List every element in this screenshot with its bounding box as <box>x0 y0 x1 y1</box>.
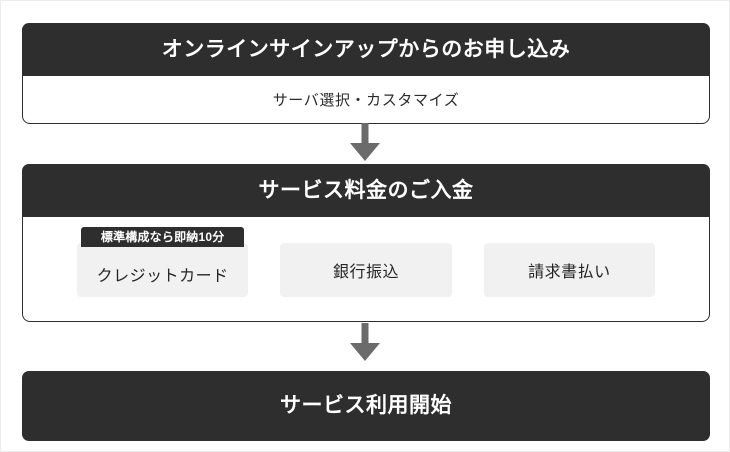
payment-method-credit-card-badge: 標準構成なら即納10分 <box>81 226 245 247</box>
arrow-down-icon <box>348 123 382 163</box>
arrow-down-icon <box>348 323 382 363</box>
payment-method-credit-card-label: クレジットカード <box>96 267 229 285</box>
payment-method-bank-transfer-label: 銀行振込 <box>332 263 399 281</box>
payment-method-bank-transfer[interactable]: 銀行振込 <box>280 242 452 297</box>
step-service-start: サービス利用開始 <box>22 371 710 441</box>
step-online-signup-body: サーバ選択・カスタマイズ <box>22 76 710 124</box>
step-online-signup-subtitle: サーバ選択・カスタマイズ <box>272 92 460 109</box>
step-online-signup-title: オンラインサインアップからのお申し込み <box>22 23 710 76</box>
step-online-signup: オンラインサインアップからのお申し込み サーバ選択・カスタマイズ <box>22 23 710 124</box>
payment-method-list: 標準構成なら即納10分 クレジットカード 銀行振込 請求書払い <box>23 217 709 322</box>
step-service-payment-body: 標準構成なら即納10分 クレジットカード 銀行振込 請求書払い <box>22 217 710 322</box>
payment-method-invoice[interactable]: 請求書払い <box>483 242 655 297</box>
step-service-payment: サービス料金のご入金 標準構成なら即納10分 クレジットカード 銀行振込 請求書… <box>22 164 710 322</box>
payment-method-credit-card[interactable]: 標準構成なら即納10分 クレジットカード <box>77 226 249 297</box>
payment-method-invoice-label: 請求書払い <box>528 263 611 281</box>
step-service-start-title: サービス利用開始 <box>22 371 710 441</box>
step-service-payment-title: サービス料金のご入金 <box>22 164 710 217</box>
